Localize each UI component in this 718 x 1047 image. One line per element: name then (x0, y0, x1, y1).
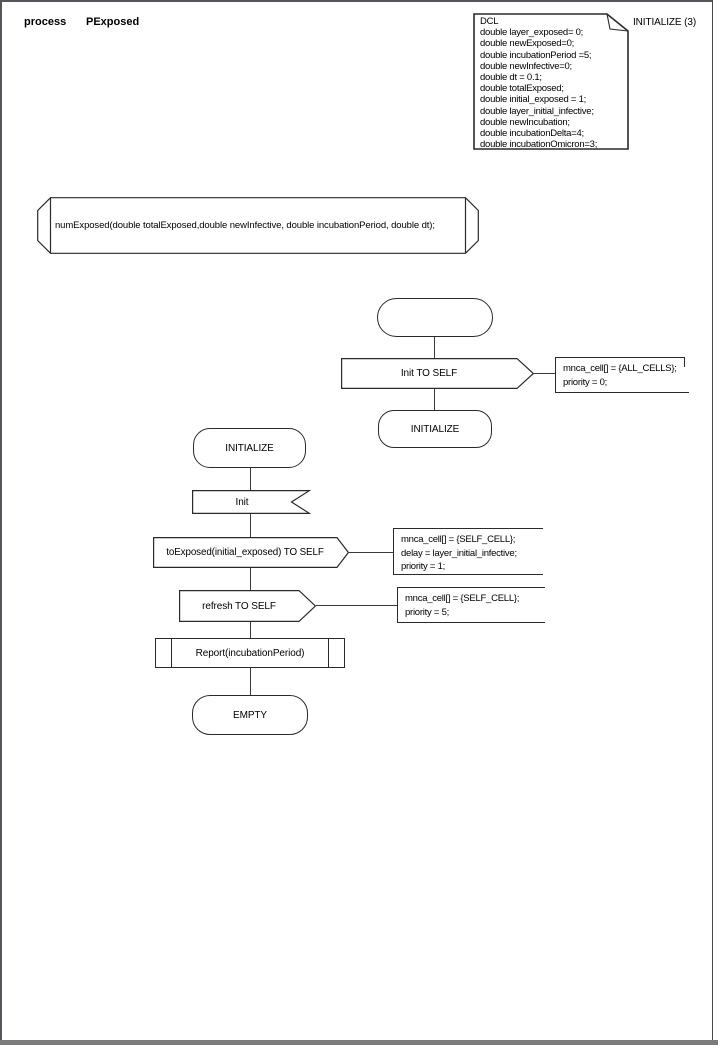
connector (250, 622, 251, 638)
dcl-line: double totalExposed; (480, 83, 564, 95)
connector (434, 337, 435, 358)
comment-line: priority = 0; (563, 376, 608, 388)
dcl-line: double newExposed=0; (480, 38, 575, 50)
state-symbol-initialize[interactable]: INITIALIZE (193, 428, 306, 468)
dcl-line: double newIncubation; (480, 116, 570, 128)
procedure-call-label: Report(incubationPeriod) (195, 647, 305, 659)
state-symbol-initialize-next[interactable]: INITIALIZE (378, 410, 492, 448)
page-border-left (0, 0, 2, 1042)
dcl-line: double dt = 0.1; (480, 72, 542, 84)
connector (250, 668, 251, 695)
procedure-declaration-shape (37, 197, 479, 254)
input-arrow-shape (192, 490, 311, 514)
connector (250, 514, 251, 537)
comment-line: mnca_cell[] = {ALL_CELLS}; (563, 363, 677, 374)
comment-line: delay = layer_initial_infective; (401, 547, 517, 559)
output-symbol-init-to-self[interactable]: Init TO SELF (341, 358, 534, 389)
procedure-call-inner-line (327, 639, 329, 667)
connector (434, 389, 435, 410)
comment-all-cells[interactable]: mnca_cell[] = {ALL_CELLS}; priority = 0; (555, 357, 689, 393)
process-kind-label: process (24, 16, 67, 28)
output-label: refresh TO SELF (202, 600, 276, 612)
output-symbol-toexposed[interactable]: toExposed(initial_exposed) TO SELF (153, 537, 349, 568)
dcl-line: double layer_exposed= 0; (480, 27, 584, 39)
state-symbol-empty[interactable]: EMPTY (192, 695, 308, 735)
output-symbol-refresh[interactable]: refresh TO SELF (179, 590, 316, 622)
comment-self-cell-priority5[interactable]: mnca_cell[] = {SELF_CELL}; priority = 5; (397, 587, 545, 623)
output-arrow-shape (179, 590, 316, 622)
connector (316, 605, 397, 606)
procedure-declaration-text: numExposed(double totalExposed,double ne… (55, 220, 435, 231)
page-shadow-bottom (0, 1040, 718, 1045)
page-border-right (712, 0, 713, 1042)
dcl-line: double initial_exposed = 1; (480, 94, 587, 106)
start-symbol[interactable] (377, 298, 493, 337)
connector (349, 552, 393, 553)
procedure-call-inner-line (171, 639, 173, 667)
dcl-line: double newInfective=0; (480, 60, 572, 72)
output-label: toExposed(initial_exposed) TO SELF (166, 547, 324, 558)
dcl-line: double incubationDelta=4; (480, 128, 584, 140)
procedure-call-report[interactable]: Report(incubationPeriod) (155, 638, 345, 668)
comment-line: mnca_cell[] = {SELF_CELL}; (401, 534, 516, 545)
comment-edge-tick (684, 357, 685, 367)
input-symbol-init[interactable]: Init (192, 490, 311, 514)
dog-ear-note-shape (473, 13, 629, 150)
dcl-line: double layer_initial_infective; (480, 105, 594, 117)
output-arrow-shape (341, 358, 534, 389)
comment-edge-extension (685, 392, 689, 393)
partition-label: INITIALIZE (3) (633, 17, 697, 28)
state-label: INITIALIZE (225, 442, 274, 454)
output-arrow-shape (153, 537, 349, 568)
connector (250, 468, 251, 490)
dcl-line: double incubationOmicron=3; (480, 139, 598, 151)
input-label: Init (235, 496, 249, 508)
connector (533, 373, 555, 374)
dcl-line: double incubationPeriod =5; (480, 49, 592, 61)
comment-line: priority = 5; (405, 606, 450, 618)
dcl-declarations: DCL double layer_exposed= 0; double newE… (480, 16, 597, 150)
page-border-top (0, 0, 713, 2)
output-label: Init TO SELF (400, 368, 458, 379)
state-label: INITIALIZE (410, 423, 460, 435)
comment-line: priority = 1; (401, 561, 446, 572)
connector (250, 568, 251, 590)
comment-line: mnca_cell[] = {SELF_CELL}; (405, 593, 520, 604)
comment-self-cell-delay[interactable]: mnca_cell[] = {SELF_CELL}; delay = layer… (393, 528, 543, 575)
procedure-declaration-symbol[interactable]: numExposed(double totalExposed,double ne… (37, 197, 479, 254)
state-label: EMPTY (233, 709, 267, 721)
dcl-line: DCL (480, 16, 499, 27)
process-name: PExposed (86, 16, 140, 28)
dcl-text-symbol[interactable]: DCL double layer_exposed= 0; double newE… (473, 13, 629, 150)
